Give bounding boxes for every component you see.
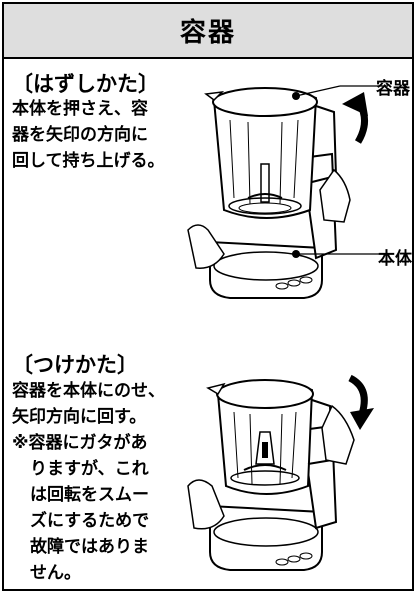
remove-heading: 〔はずしかた〕: [12, 72, 159, 96]
remove-illustration: [187, 85, 388, 299]
attach-note: ※容器にガタがあ りますが、これ は回転をスムー ズにするためで 故障ではありま…: [12, 430, 149, 586]
remove-line: 器を矢印の方向に: [12, 125, 148, 145]
page-title: 容器: [179, 18, 236, 48]
note-line: りますが、これ: [30, 459, 149, 479]
remove-line: 本体を押さえ、容: [12, 99, 148, 119]
note-line: 故障ではありま: [30, 537, 149, 557]
attach-instructions: 容器を本体にのせ、 矢印方向に回す。: [12, 378, 165, 430]
control-buttons-icon: [275, 276, 313, 290]
header-bar: 容器: [4, 4, 412, 59]
note-line: せん。: [30, 563, 81, 583]
attach-illustration: [187, 374, 374, 571]
attach-heading: 〔つけかた〕: [12, 353, 138, 377]
control-buttons-icon: [275, 552, 313, 566]
note-line: ※容器にガタがあ: [12, 433, 148, 453]
remove-line: 回して持ち上げる。: [12, 151, 165, 171]
note-line: ズにするためで: [30, 511, 150, 531]
container-callout: 容器: [376, 79, 410, 99]
attach-line: 矢印方向に回す。: [12, 407, 147, 427]
rotate-arrow-icon: [348, 374, 374, 430]
attach-line: 容器を本体にのせ、: [12, 381, 165, 401]
remove-instructions: 本体を押さえ、容 器を矢印の方向に 回して持ち上げる。: [12, 96, 165, 174]
note-line: は回転をスムー: [30, 485, 149, 505]
body-callout: 本体: [378, 249, 412, 269]
rotate-arrow-icon: [342, 92, 368, 144]
